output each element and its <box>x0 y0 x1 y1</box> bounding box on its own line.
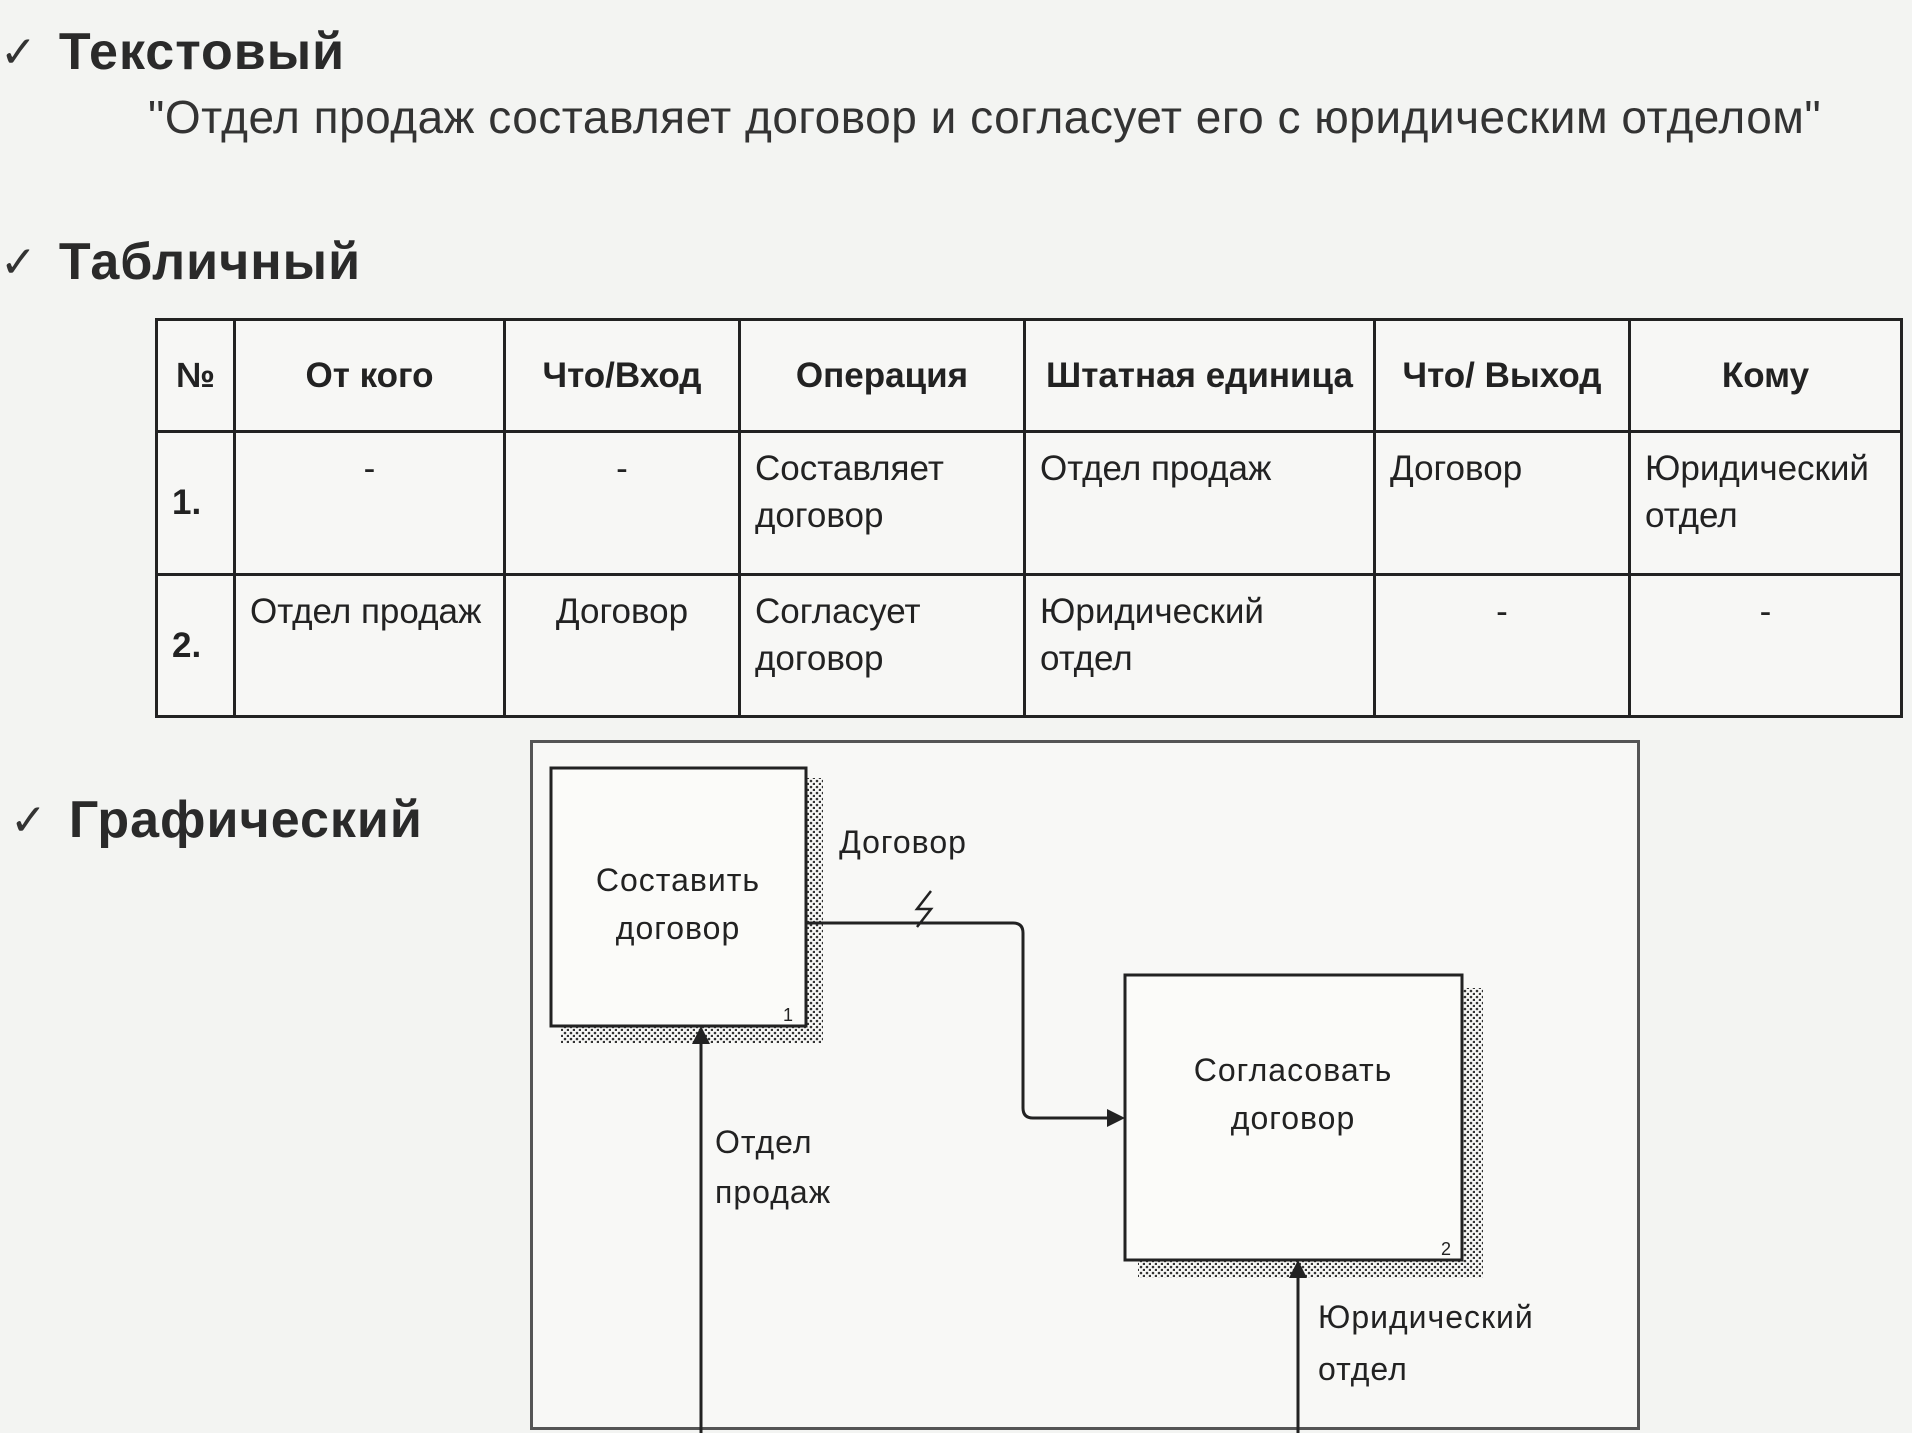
output-arrow-head <box>1107 1109 1125 1127</box>
column-header-to: Кому <box>1628 318 1903 433</box>
table-cell: Составляет договор <box>738 430 1026 576</box>
table-cell: Отдел продаж <box>1023 430 1376 576</box>
box2-label-line2: договор <box>1231 1100 1355 1136</box>
column-header-output: Что/ Выход <box>1373 318 1631 433</box>
box1-label-line1: Составить <box>596 862 760 898</box>
checkmark-icon: ✓ <box>0 26 37 78</box>
section-textual: ✓ Текстовый <box>0 22 345 82</box>
table-cell: Юридический отдел <box>1628 430 1903 576</box>
column-header-from: От кого <box>233 318 506 433</box>
table-cell: - <box>233 430 506 576</box>
box2-label-line1: Согласовать <box>1194 1052 1393 1088</box>
checkmark-icon: ✓ <box>0 236 37 288</box>
table-cell: Согласует договор <box>738 572 1026 718</box>
mechanism-label-1-line1: Отдел <box>715 1124 813 1160</box>
table-cell: 1. <box>155 430 236 576</box>
mechanism-label-1-line2: продаж <box>715 1174 831 1210</box>
checkmark-icon: ✓ <box>10 794 47 846</box>
table-row: 1. - - Составляет договор Отдел продаж Д… <box>155 430 1903 576</box>
heading-tabular: Табличный <box>58 233 362 291</box>
column-header-operation: Операция <box>738 318 1026 433</box>
table-cell: Договор <box>503 572 741 718</box>
process-table: № От кого Что/Вход Операция Штатная един… <box>155 318 1903 718</box>
mechanism-arrow-1-head <box>692 1026 710 1044</box>
box1-number: 1 <box>783 1005 793 1025</box>
activity-box-1 <box>549 766 808 1028</box>
column-header-number: № <box>155 318 236 433</box>
heading-textual: Текстовый <box>58 23 346 81</box>
textual-description: "Отдел продаж составляет договор и согла… <box>148 91 1822 143</box>
mechanism-label-2-line2: отдел <box>1318 1351 1408 1387</box>
table-cell: - <box>503 430 741 576</box>
activity-box-2 <box>1123 973 1464 1262</box>
heading-graphical: Графический <box>68 791 423 849</box>
table-cell: 2. <box>155 572 236 718</box>
table-cell: Юридический отдел <box>1023 572 1376 718</box>
section-graphical: ✓ Графический <box>10 790 423 850</box>
box1-label-line2: договор <box>616 910 740 946</box>
mechanism-arrow-2-head <box>1289 1260 1307 1278</box>
arrow-label-output: Договор <box>839 824 967 860</box>
section-tabular: ✓ Табличный <box>0 232 361 292</box>
mechanism-label-2-line1: Юридический <box>1318 1299 1534 1335</box>
squiggle-icon <box>914 890 934 928</box>
table-cell: - <box>1628 572 1903 718</box>
table-cell: Отдел продаж <box>233 572 506 718</box>
table-cell: - <box>1373 572 1631 718</box>
table-header-row: № От кого Что/Вход Операция Штатная един… <box>155 318 1903 433</box>
table-row: 2. Отдел продаж Договор Согласует догово… <box>155 572 1903 718</box>
box2-number: 2 <box>1441 1239 1451 1259</box>
table-cell: Договор <box>1373 430 1631 576</box>
idef0-diagram-frame: Составить договор 1 Согласовать договор … <box>530 740 1640 1433</box>
column-header-staff-unit: Штатная единица <box>1023 318 1376 433</box>
idef0-diagram: Составить договор 1 Согласовать договор … <box>549 766 1534 1433</box>
output-arrow <box>806 921 1118 1120</box>
column-header-input: Что/Вход <box>503 318 741 433</box>
